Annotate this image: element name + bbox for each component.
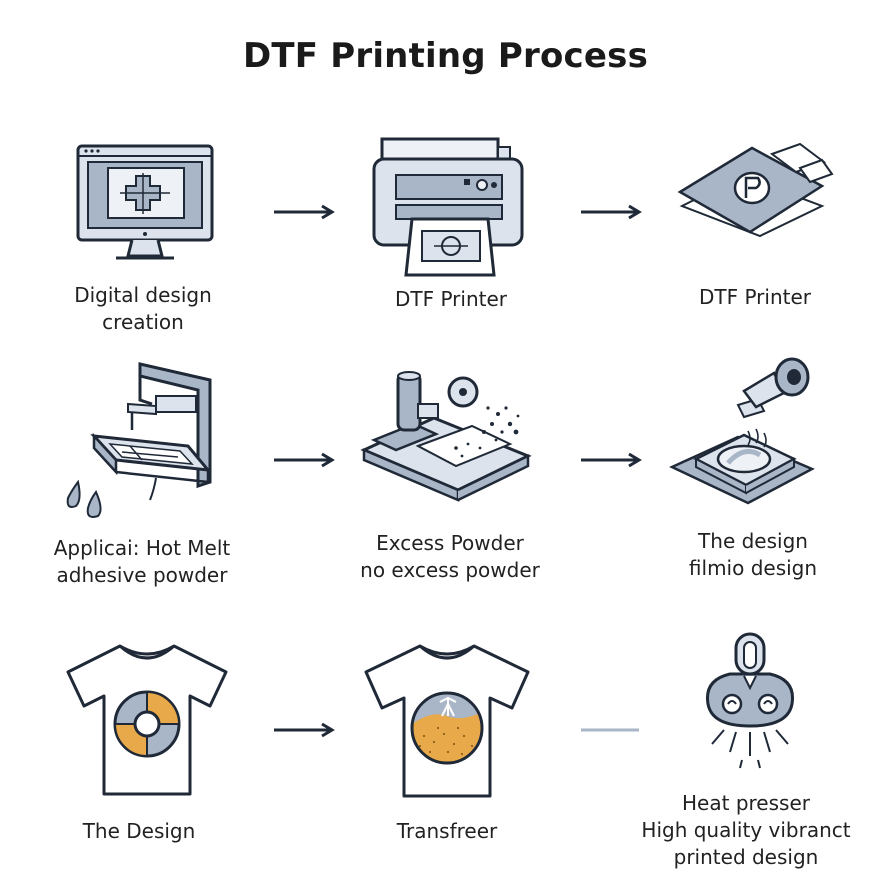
- label-line: creation: [102, 310, 184, 334]
- label-line: printed design: [673, 845, 819, 869]
- film-sheets-icon: [677, 142, 834, 238]
- step-label-heat-press: Heat presser High quality vibranct print…: [626, 790, 866, 871]
- step-label-excess-powder: Excess Powder no excess powder: [342, 530, 558, 584]
- step-label-dtf-printer: DTF Printer: [346, 286, 556, 313]
- label-line: High quality vibranct: [641, 818, 851, 842]
- arrow-right-icon: [274, 452, 335, 468]
- arrow-right-icon: [274, 204, 335, 220]
- step-label-the-design: The Design: [36, 818, 242, 845]
- step-label-digital-design: Digital design creation: [40, 282, 246, 336]
- label-line: DTF Printer: [698, 285, 811, 309]
- printer-icon: [372, 137, 524, 277]
- label-line: Heat presser: [682, 791, 810, 815]
- label-line: Applicai: Hot Melt: [53, 536, 231, 560]
- arrow-right-icon: [581, 452, 642, 468]
- label-line: Transfreer: [396, 819, 498, 843]
- powder-shaker-icon: [360, 371, 532, 502]
- step-label-dtf-film: DTF Printer: [652, 284, 858, 311]
- label-line: The Design: [82, 819, 196, 843]
- curing-press-icon: [669, 357, 815, 505]
- computer-monitor-icon: [76, 144, 214, 260]
- powder-applicator-icon: [66, 362, 212, 518]
- label-line: DTF Printer: [394, 287, 507, 311]
- arrow-right-icon: [274, 722, 335, 738]
- arrow-right-icon: [581, 204, 642, 220]
- step-label-powder-application: Applicai: Hot Melt adhesive powder: [36, 535, 248, 589]
- tshirt-transfer-icon: [364, 644, 530, 798]
- label-line: The design: [698, 529, 808, 553]
- label-line: no excess powder: [360, 558, 540, 582]
- heat-press-icon: [705, 632, 795, 769]
- step-label-design-film: The design filmio design: [648, 528, 858, 582]
- arrow-line-icon: [581, 728, 639, 732]
- label-line: filmio design: [688, 556, 818, 580]
- label-line: Excess Powder: [376, 531, 524, 555]
- tshirt-design-icon: [66, 644, 228, 796]
- page-title: DTF Printing Process: [242, 36, 649, 76]
- label-line: Digital design: [74, 283, 212, 307]
- step-label-transfer: Transfreer: [342, 818, 552, 845]
- label-line: adhesive powder: [56, 563, 228, 587]
